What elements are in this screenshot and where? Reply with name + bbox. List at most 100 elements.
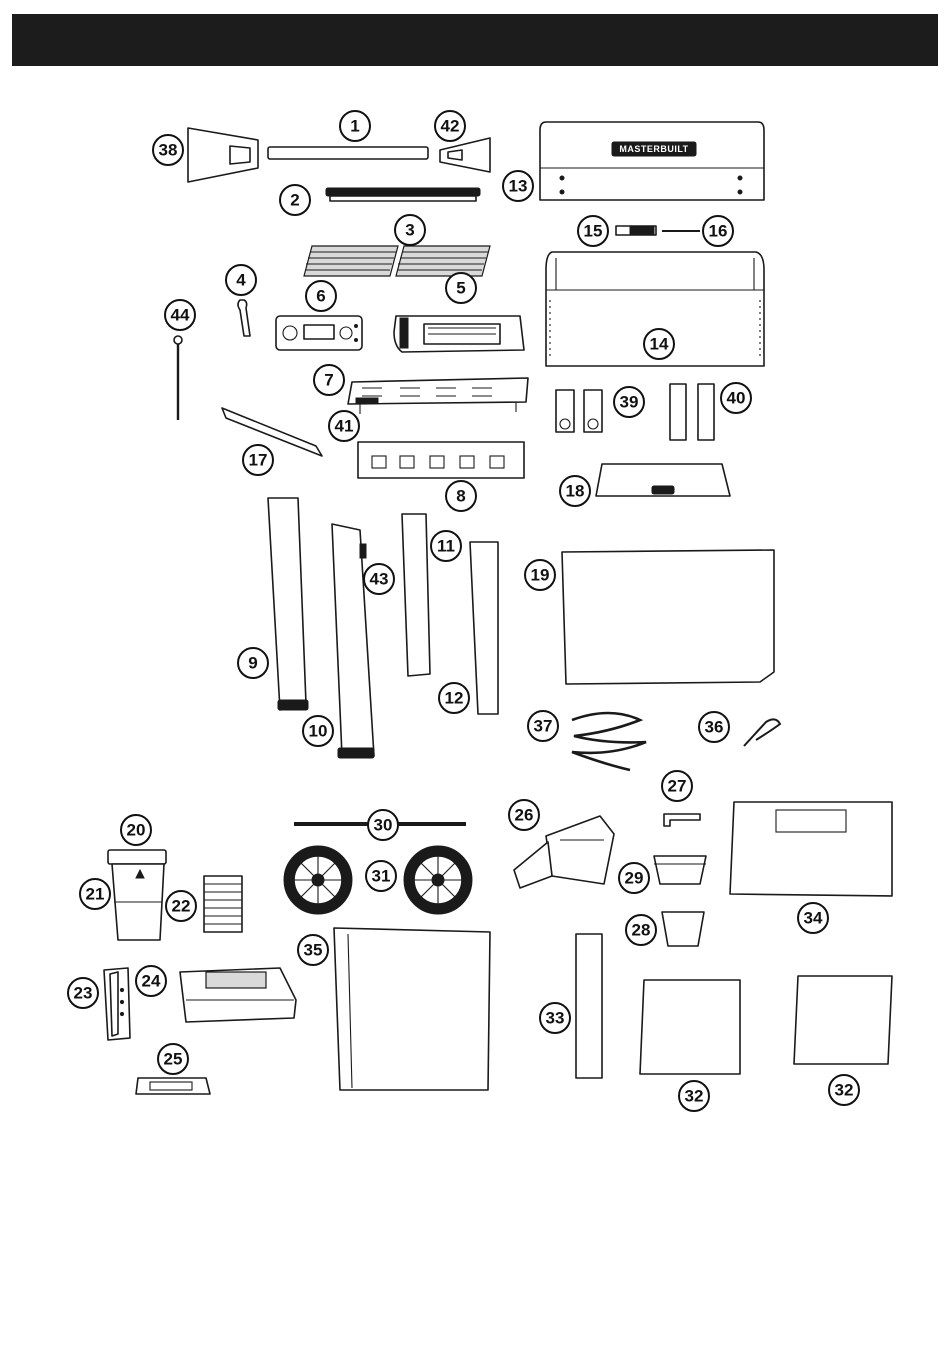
- callout-number: 38: [159, 141, 178, 160]
- callout-17: 17: [243, 445, 273, 475]
- callout-4: 4: [226, 265, 256, 295]
- callout-number: 16: [709, 222, 728, 241]
- callout-2: 2: [280, 185, 310, 215]
- callout-number: 41: [335, 417, 354, 436]
- callout-number: 22: [172, 897, 191, 916]
- callout-number: 29: [625, 869, 644, 888]
- callout-32a: 32: [679, 1081, 709, 1111]
- callout-36: 36: [699, 712, 729, 742]
- callout-21: 21: [80, 879, 110, 909]
- callout-34: 34: [798, 903, 828, 933]
- part-42-bracket-right: [440, 138, 490, 172]
- callout-number: 32: [835, 1081, 854, 1100]
- part-4-damper-handle: [238, 300, 250, 336]
- callout-37: 37: [528, 711, 558, 741]
- part-2-rail: [326, 188, 480, 201]
- callout-number: 14: [650, 335, 669, 354]
- callout-number: 44: [171, 306, 190, 325]
- callout-40: 40: [721, 383, 751, 413]
- callout-number: 39: [620, 393, 639, 412]
- callout-number: 20: [127, 821, 146, 840]
- callout-3: 3: [395, 215, 425, 245]
- callout-number: 12: [445, 689, 464, 708]
- brand-logo: MASTERBUILT: [619, 144, 688, 154]
- callout-42: 42: [435, 111, 465, 141]
- part-7-heat-baffle: [348, 378, 528, 404]
- callout-number: 11: [437, 537, 455, 556]
- callout-number: 17: [249, 451, 268, 470]
- callout-number: 13: [509, 177, 528, 196]
- part-36-meat-probe: [744, 719, 780, 746]
- part-5-controller-housing: [394, 316, 524, 352]
- part-34-door-panel: [730, 802, 892, 896]
- callout-number: 2: [290, 191, 299, 210]
- callout-28: 28: [626, 915, 656, 945]
- part-25-gasket: [136, 1078, 210, 1094]
- part-8-firebox-panel: [358, 442, 524, 478]
- callout-33: 33: [540, 1003, 570, 1033]
- part-29-grease-cup: [654, 856, 706, 884]
- callout-number: 3: [405, 221, 414, 240]
- callout-number: 10: [309, 722, 328, 741]
- callout-5: 5: [446, 273, 476, 303]
- part-23-side-bracket: [104, 968, 130, 1040]
- part-12-leg: [470, 542, 498, 714]
- callout-number: 6: [316, 287, 325, 306]
- callout-number: 36: [705, 718, 724, 737]
- callout-43: 43: [364, 564, 394, 594]
- callout-29: 29: [619, 863, 649, 893]
- callout-30: 30: [368, 810, 398, 840]
- callout-number: 21: [86, 885, 105, 904]
- callout-15: 15: [578, 216, 608, 246]
- part-40-side-plates: [670, 384, 714, 440]
- callout-number: 1: [350, 117, 359, 136]
- callout-number: 8: [456, 487, 465, 506]
- callout-number: 33: [546, 1009, 565, 1028]
- callout-44: 44: [165, 300, 195, 330]
- callout-number: 4: [236, 271, 246, 290]
- callout-26: 26: [509, 800, 539, 830]
- callout-41: 41: [329, 411, 359, 441]
- callout-number: 23: [74, 984, 93, 1003]
- callout-number: 5: [456, 279, 465, 298]
- part-37-power-cord: [572, 713, 646, 770]
- part-33-post: [576, 934, 602, 1078]
- callout-10: 10: [303, 716, 333, 746]
- callout-6: 6: [306, 281, 336, 311]
- callout-number: 32: [685, 1087, 704, 1106]
- callout-number: 28: [632, 921, 651, 940]
- part-24-burn-pot: [180, 968, 296, 1022]
- part-44-probe: [174, 336, 182, 420]
- callout-23: 23: [68, 978, 98, 1008]
- callout-8: 8: [446, 481, 476, 511]
- part-21-hopper: [112, 864, 164, 940]
- part-20-hopper-lid: [108, 850, 166, 864]
- callout-35: 35: [298, 935, 328, 965]
- callout-number: 27: [668, 777, 687, 796]
- part-6-control-panel: [276, 316, 362, 350]
- part-22-hopper-grate: [204, 876, 242, 932]
- callout-number: 9: [248, 654, 257, 673]
- callout-1: 1: [340, 111, 370, 141]
- callout-number: 30: [374, 816, 393, 835]
- callout-31: 31: [366, 861, 396, 891]
- part-11-leg: [402, 514, 430, 676]
- callout-25: 25: [158, 1044, 188, 1074]
- part-1-front-bar: [268, 147, 428, 159]
- callout-number: 34: [804, 909, 823, 928]
- callout-number: 18: [566, 482, 585, 501]
- part-39-hinge-plates: [556, 390, 602, 432]
- part-32-panel-right: [794, 976, 892, 1064]
- callout-number: 42: [441, 117, 460, 136]
- part-3-cooking-grates: [304, 246, 490, 276]
- callout-11: 11: [431, 531, 461, 561]
- callout-16: 16: [703, 216, 733, 246]
- callout-14: 14: [644, 329, 674, 359]
- callout-number: 31: [372, 867, 391, 886]
- part-18-grease-tray: [596, 464, 730, 496]
- callout-7: 7: [314, 365, 344, 395]
- part-32-panel-left: [640, 980, 740, 1074]
- part-13-lid: MASTERBUILT: [540, 122, 764, 200]
- callout-number: 19: [531, 566, 550, 585]
